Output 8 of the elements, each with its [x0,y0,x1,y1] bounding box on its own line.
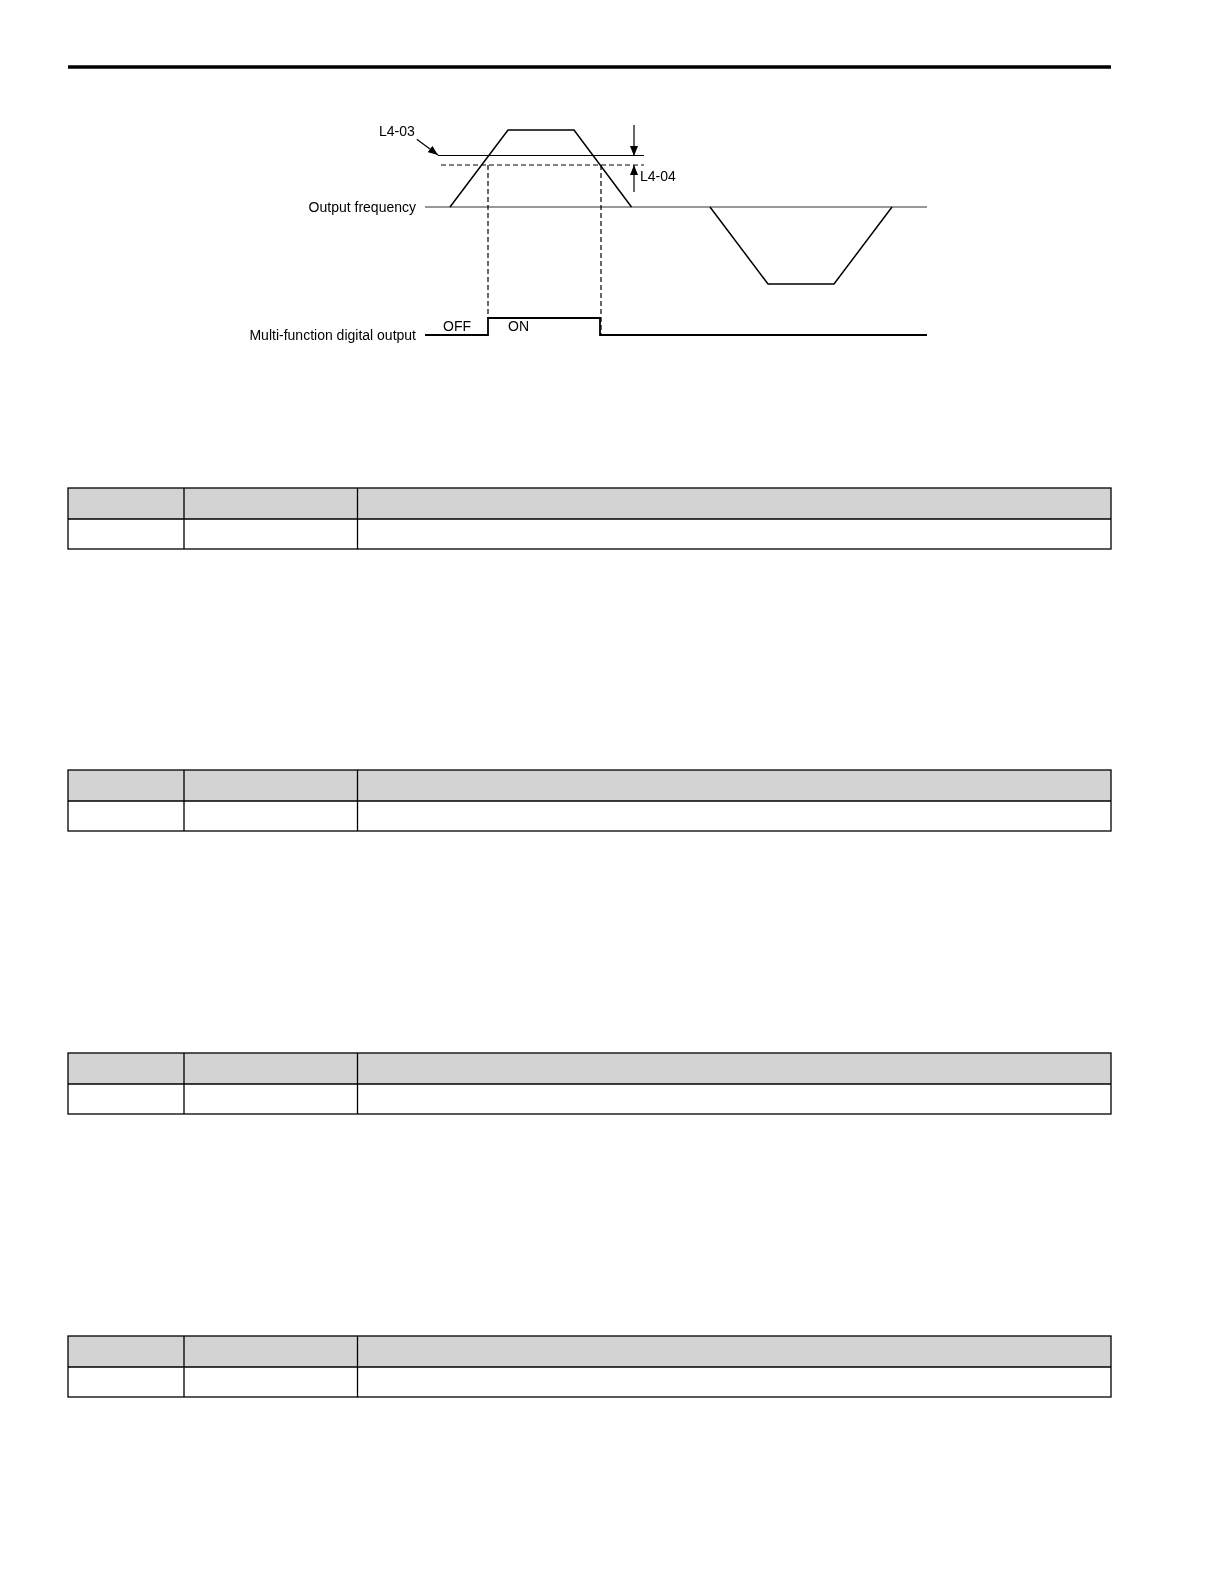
signal-label: Output frequency [308,199,416,215]
parameter-label: L4-03 [379,123,415,139]
parameter-label: L4-04 [640,168,676,184]
signal-label: Multi-function digital output [249,327,416,343]
state-label: ON [508,318,529,334]
leader-line [416,138,439,156]
threshold-line [438,155,644,157]
state-label: OFF [443,318,471,334]
